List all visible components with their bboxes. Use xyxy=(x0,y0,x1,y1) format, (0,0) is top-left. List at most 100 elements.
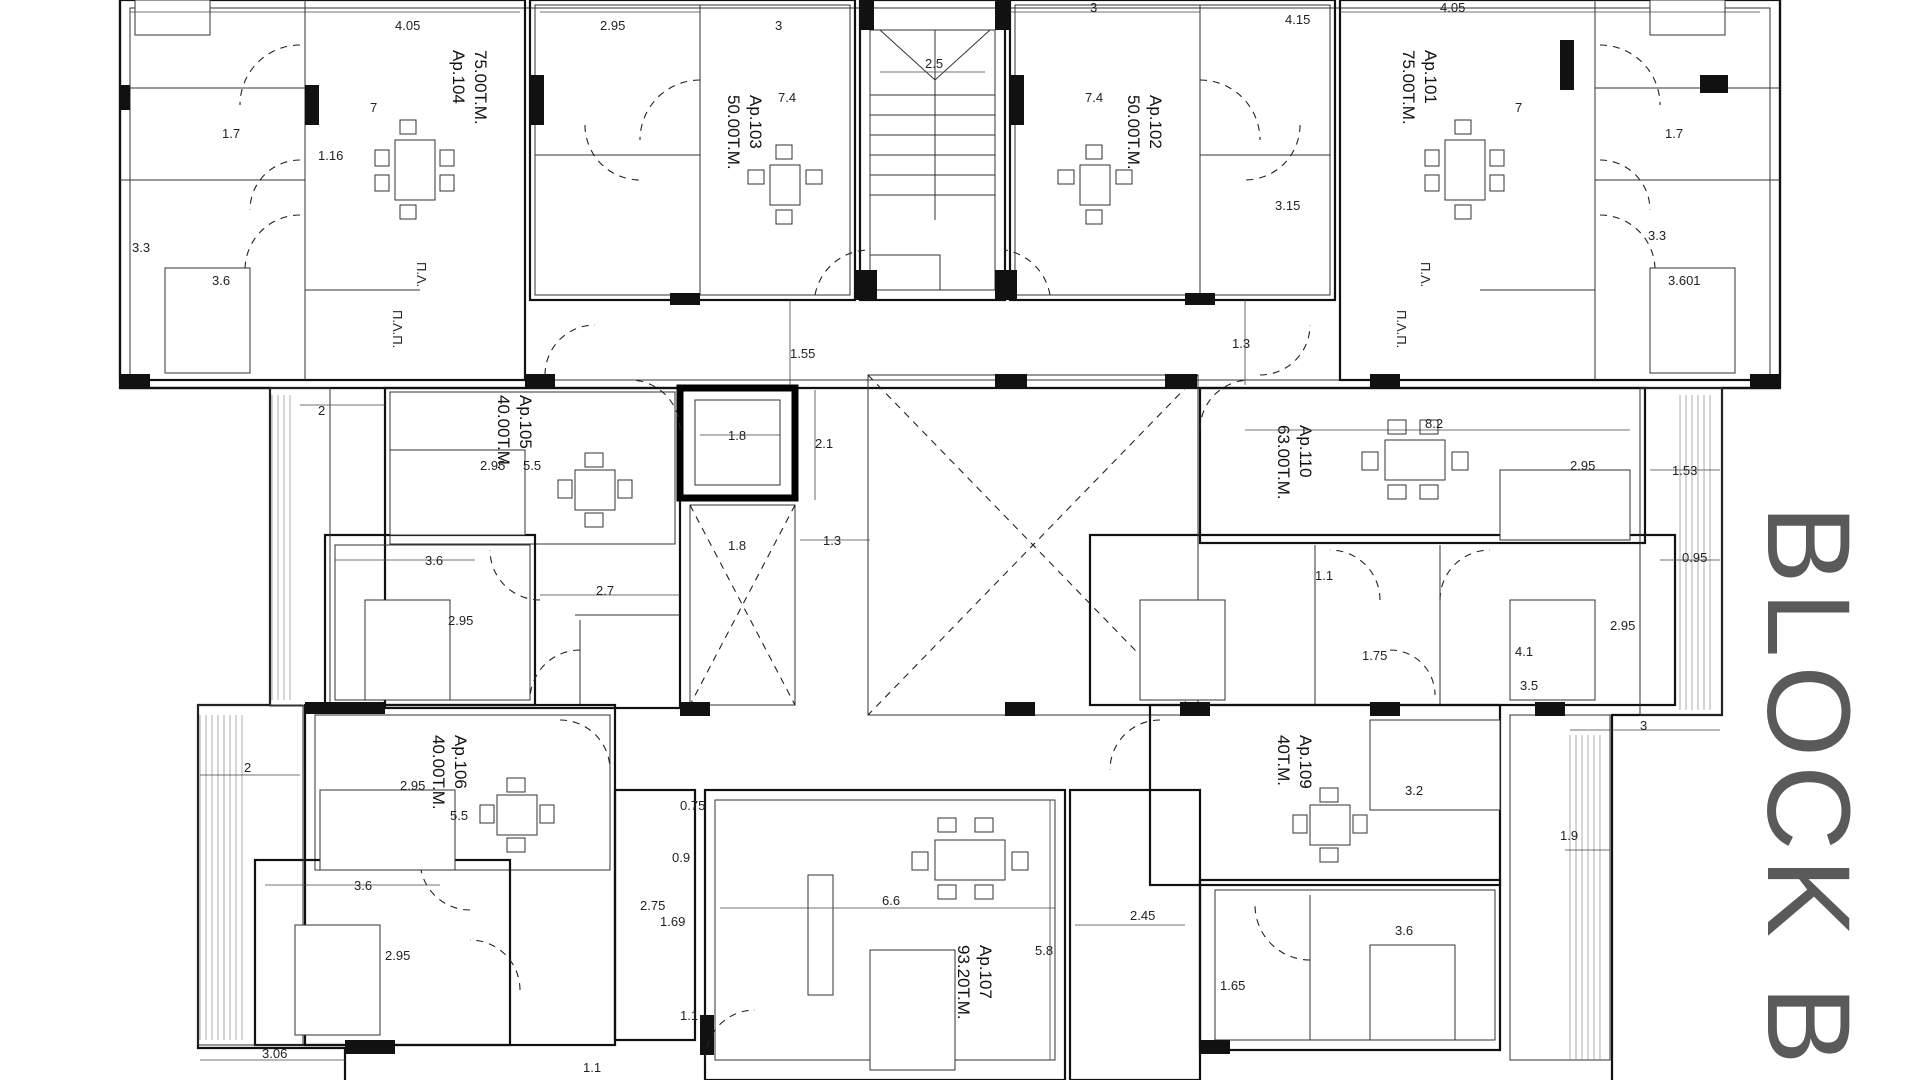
svg-text:1.7: 1.7 xyxy=(1665,126,1683,141)
balconies xyxy=(197,387,1723,1061)
svg-text:Ap.105: Ap.105 xyxy=(516,395,535,449)
svg-text:7.4: 7.4 xyxy=(1085,90,1103,105)
bed xyxy=(1369,944,1456,1041)
svg-text:6.6: 6.6 xyxy=(882,893,900,908)
bed xyxy=(1139,599,1226,701)
dining-set xyxy=(557,452,633,528)
sofa xyxy=(1499,469,1631,541)
svg-text:2.75: 2.75 xyxy=(640,898,665,913)
svg-text:1.8: 1.8 xyxy=(728,428,746,443)
svg-text:3: 3 xyxy=(1640,718,1647,733)
svg-text:40T.M.: 40T.M. xyxy=(1274,735,1293,786)
dining-set xyxy=(1361,419,1469,500)
dimension-labels: 4.05 2.95 3 3 4.15 4.05 2.5 7 7.4 7.4 7 … xyxy=(132,0,1707,1075)
svg-text:3.6: 3.6 xyxy=(354,878,372,893)
utility-labels: Π.Λ. Π.Λ.Π. Π.Λ. Π.Λ.Π. xyxy=(390,262,1433,348)
dining-set xyxy=(1424,119,1505,220)
svg-text:3.3: 3.3 xyxy=(132,240,150,255)
stair-core xyxy=(858,0,1007,302)
svg-text:0.75: 0.75 xyxy=(680,798,705,813)
dining-set xyxy=(911,817,1029,900)
bed xyxy=(294,924,381,1036)
apartment-label-101: Ap.101 75.00T.M. xyxy=(1399,50,1440,125)
svg-text:3.6: 3.6 xyxy=(425,553,443,568)
furniture xyxy=(134,0,1736,1071)
svg-text:2.95: 2.95 xyxy=(448,613,473,628)
apartment-label-109: Ap.109 40T.M. xyxy=(1274,735,1315,789)
svg-text:75.00T.M.: 75.00T.M. xyxy=(471,50,490,125)
svg-text:Ap.104: Ap.104 xyxy=(449,50,468,104)
svg-text:2.5: 2.5 xyxy=(925,56,943,71)
svg-text:3.2: 3.2 xyxy=(1405,783,1423,798)
svg-text:3.15: 3.15 xyxy=(1275,198,1300,213)
apartment-labels: 75.00T.M. Ap.104 Ap.103 50.00T.M. Ap.102… xyxy=(429,50,1440,1020)
svg-text:3.601: 3.601 xyxy=(1668,273,1701,288)
svg-text:2.95: 2.95 xyxy=(600,18,625,33)
svg-text:7.4: 7.4 xyxy=(778,90,796,105)
apartment-label-104: 75.00T.M. Ap.104 xyxy=(449,50,490,125)
dining-set xyxy=(374,119,455,220)
apartment-label-107: Ap.107 93.20T.M. xyxy=(954,945,995,1020)
kitchen-island xyxy=(807,874,834,996)
svg-text:93.20T.M.: 93.20T.M. xyxy=(954,945,973,1020)
svg-text:2.95: 2.95 xyxy=(1610,618,1635,633)
structural-columns xyxy=(120,0,1780,1055)
svg-text:1.7: 1.7 xyxy=(222,126,240,141)
svg-text:Ap.110: Ap.110 xyxy=(1296,425,1315,478)
dining-set xyxy=(1292,787,1368,863)
svg-text:0.9: 0.9 xyxy=(672,850,690,865)
svg-text:2.45: 2.45 xyxy=(1130,908,1155,923)
svg-text:5.8: 5.8 xyxy=(1035,943,1053,958)
sofa xyxy=(1369,719,1501,811)
svg-text:1.8: 1.8 xyxy=(728,538,746,553)
svg-text:2.7: 2.7 xyxy=(596,583,614,598)
svg-text:1.53: 1.53 xyxy=(1672,463,1697,478)
svg-text:7: 7 xyxy=(370,100,377,115)
svg-text:63.00T.M.: 63.00T.M. xyxy=(1274,425,1293,500)
svg-text:Π.Λ.Π.: Π.Λ.Π. xyxy=(390,310,405,348)
dining-set xyxy=(747,144,823,225)
apartment-label-102: Ap.102 50.00T.M. xyxy=(1124,95,1165,170)
svg-text:2.1: 2.1 xyxy=(815,436,833,451)
svg-text:50.00T.M.: 50.00T.M. xyxy=(724,95,743,170)
apartment-label-110: Ap.110 63.00T.M. xyxy=(1274,425,1315,500)
svg-text:Ap.107: Ap.107 xyxy=(976,945,995,999)
svg-text:75.00T.M.: 75.00T.M. xyxy=(1399,50,1418,125)
sofa xyxy=(869,949,956,1071)
svg-text:4.05: 4.05 xyxy=(395,18,420,33)
apartment-label-105: Ap.105 40.00T.M. xyxy=(494,395,535,470)
svg-text:1.1: 1.1 xyxy=(583,1060,601,1075)
svg-text:50.00T.M.: 50.00T.M. xyxy=(1124,95,1143,170)
svg-text:Π.Λ.: Π.Λ. xyxy=(1418,262,1433,287)
svg-text:3.6: 3.6 xyxy=(212,273,230,288)
sofa xyxy=(389,449,526,536)
svg-text:3.06: 3.06 xyxy=(262,1046,287,1061)
svg-text:2.95: 2.95 xyxy=(400,778,425,793)
svg-text:Ap.106: Ap.106 xyxy=(451,735,470,789)
svg-text:3: 3 xyxy=(1090,0,1097,15)
dimension-lines xyxy=(130,11,1760,1061)
svg-text:1.55: 1.55 xyxy=(790,346,815,361)
svg-text:1.69: 1.69 xyxy=(660,914,685,929)
svg-text:Ap.103: Ap.103 xyxy=(746,95,765,149)
apartment-label-103: Ap.103 50.00T.M. xyxy=(724,95,765,170)
top-apartments-walls xyxy=(118,0,1782,382)
svg-text:40.00T.M.: 40.00T.M. xyxy=(494,395,513,470)
dining-set xyxy=(1057,144,1133,225)
svg-text:2.95: 2.95 xyxy=(480,458,505,473)
svg-text:4.15: 4.15 xyxy=(1285,12,1310,27)
svg-text:4.1: 4.1 xyxy=(1515,644,1533,659)
svg-text:3.5: 3.5 xyxy=(1520,678,1538,693)
svg-text:8.2: 8.2 xyxy=(1425,416,1443,431)
svg-text:40.00T.M.: 40.00T.M. xyxy=(429,735,448,810)
svg-text:1.3: 1.3 xyxy=(823,533,841,548)
svg-text:1.1: 1.1 xyxy=(1315,568,1333,583)
svg-text:1.3: 1.3 xyxy=(1232,336,1250,351)
svg-text:1.9: 1.9 xyxy=(1560,828,1578,843)
dining-set xyxy=(479,777,555,853)
svg-text:0.95: 0.95 xyxy=(1682,550,1707,565)
svg-text:2.95: 2.95 xyxy=(385,948,410,963)
sofa xyxy=(319,789,456,871)
svg-text:Ap.102: Ap.102 xyxy=(1146,95,1165,149)
apartment-label-106: Ap.106 40.00T.M. xyxy=(429,735,470,810)
